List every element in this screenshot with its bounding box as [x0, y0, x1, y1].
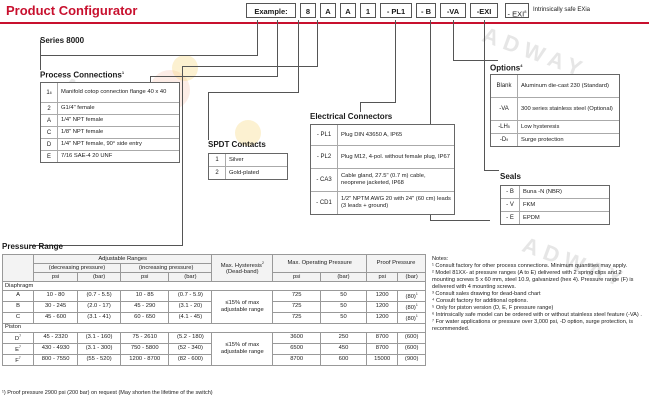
series-label: Series 8000	[40, 36, 85, 45]
pressure-footnote: ¹) Proof pressure 2900 psi (200 bar) on …	[2, 390, 213, 396]
exi-description: Intrinsically safe EXia	[533, 7, 591, 13]
example-code: - B	[416, 3, 436, 18]
exi-code: - EXI8	[505, 3, 529, 19]
example-label: Example:	[246, 3, 296, 18]
note-item: ¹ Consult factory for other process conn…	[432, 263, 628, 269]
example-code: A	[320, 3, 336, 18]
note-item: ⁴ Consult factory for additional options…	[432, 298, 528, 304]
example-code: 8	[300, 3, 316, 18]
spdt-contacts-title: SPDT Contacts	[208, 140, 266, 149]
table-row: F7 800 - 7550(55 - 520) 1200 - 8700(82 -…	[2, 353, 426, 366]
table-row: D7 45 - 2320(3.1 - 160) 75 - 2610(5.2 - …	[2, 331, 426, 366]
decorative-circle	[172, 55, 198, 81]
example-code: - PL1	[380, 3, 412, 18]
page-title: Product Configurator	[6, 3, 138, 18]
notes-block: Notes: ¹ Consult factory for other proce…	[432, 256, 646, 333]
example-code: A	[340, 3, 356, 18]
adjustable-header: Adjustable Ranges	[32, 254, 213, 264]
pressure-range-title: Pressure Range	[2, 242, 63, 251]
note-item: ³ Consult sales drawing for dead-band ch…	[432, 291, 541, 297]
diaphragm-label: Diaphragm	[2, 281, 426, 291]
pressure-range-table: Adjustable Ranges Max. Hysteresis2(Dead-…	[2, 254, 426, 366]
options-title: Options4	[490, 63, 523, 73]
table-row: C 45 - 600(3.1 - 41) 60 - 650(4.1 - 45) …	[2, 311, 426, 324]
notes-title: Notes:	[432, 256, 449, 262]
decorative-circle	[235, 120, 261, 146]
table-row: A 10 - 80(0.7 - 5.5) 10 - 85(0.7 - 5.9) …	[2, 290, 426, 324]
note-item: ² Model 81XX- at pressure ranges (A to E…	[432, 270, 634, 290]
piston-label: Piston	[2, 322, 426, 333]
table-row: E7 430 - 4930(3.1 - 300) 750 - 5800(52 -…	[2, 342, 426, 355]
header-bar: Product Configurator Example: 8 A A 1 - …	[0, 0, 649, 24]
electrical-connectors-title: Electrical Connectors	[310, 112, 393, 121]
process-connections-title: Process Connections1	[40, 70, 125, 80]
example-code: -EXI	[470, 3, 498, 18]
max-op-header: Max. Operating Pressure	[272, 254, 367, 273]
seals-title: Seals	[500, 172, 521, 181]
note-item: ⁵ Only for piston version (D, E, F press…	[432, 305, 554, 311]
note-item: ⁶ Intrinsically safe model can be ordere…	[432, 312, 642, 318]
note-item: ⁷ For water applications or pressure ove…	[432, 319, 634, 332]
example-code: 1	[360, 3, 376, 18]
proof-header: Proof Pressure	[366, 254, 426, 273]
example-code: -VA	[440, 3, 466, 18]
